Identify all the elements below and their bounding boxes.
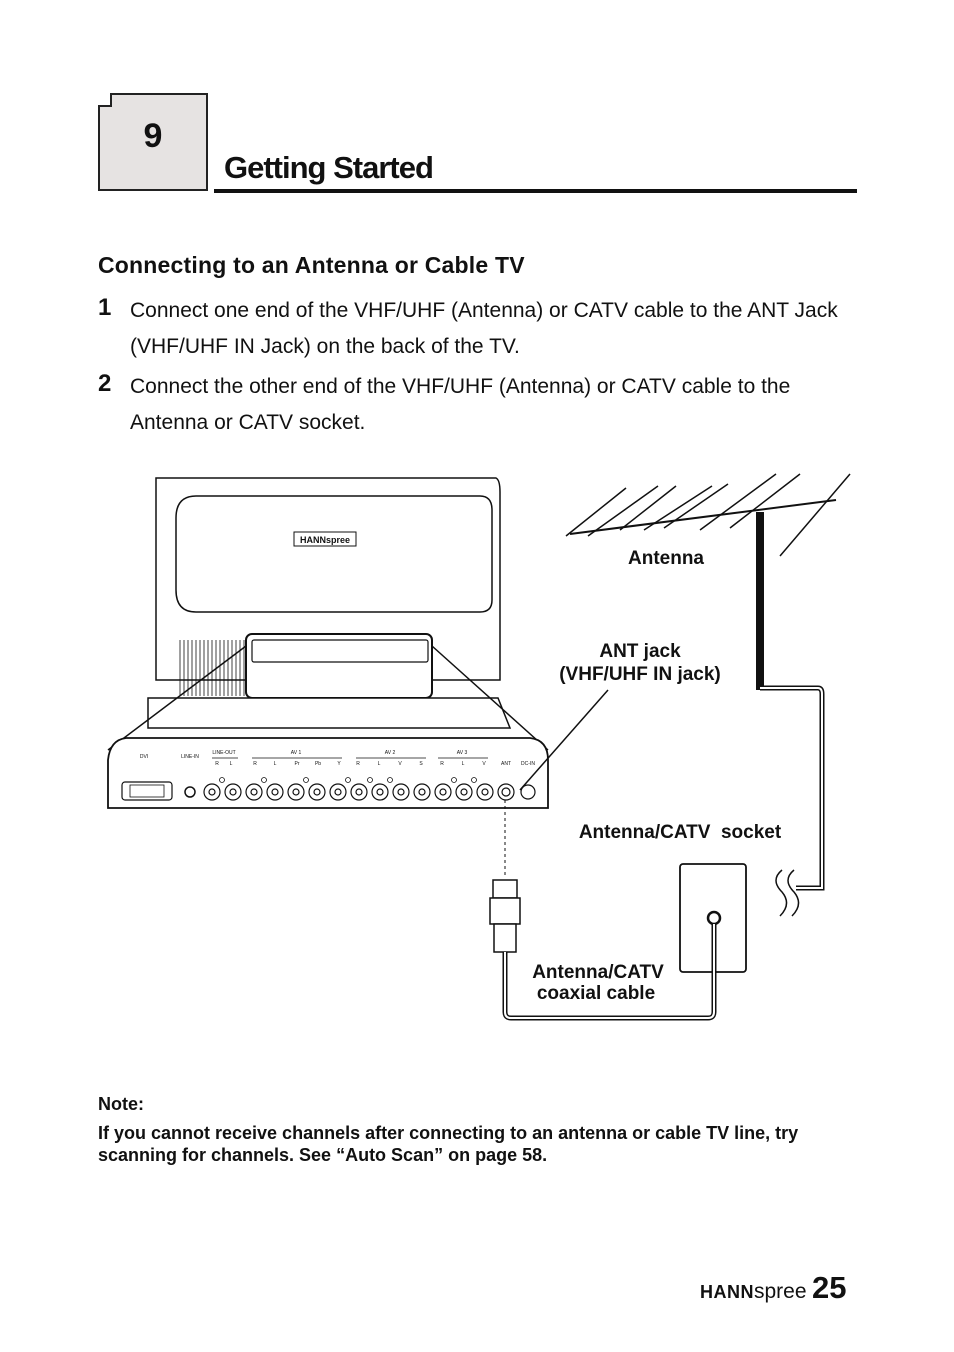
panel-label-av1-l: L [274,761,277,767]
tv-illustration [107,477,549,809]
panel-label-line-out-l: L [230,761,233,767]
panel-label-av2-v: V [398,761,402,767]
antenna-label: Antenna [628,548,704,569]
panel-label-dvi: DVI [140,754,148,760]
panel-label-av3-v: V [482,761,486,767]
socket-label: Antenna/CATV socket [578,822,782,843]
ant-jack-label: ANT jack [599,641,681,662]
chapter-tab: 9 [98,93,208,191]
cable-label-sub: coaxial cable [536,983,656,1004]
panel-label-line-in: LINE-IN [181,754,199,760]
note-heading: Note: [98,1094,144,1114]
step-number: 2 [98,370,112,397]
page-number: 25 [812,1270,847,1305]
panel-label-av2-s: S [419,761,423,767]
chapter-number: 9 [143,117,163,155]
footer-brand-logo: HANNspree [700,1280,807,1304]
panel-label-av3-l: L [462,761,465,767]
note-body: If you cannot receive channels after con… [98,1123,799,1165]
tv-logo: HANNspree [300,535,350,545]
brand-bold: HANN [700,1282,754,1302]
panel-label-av2-r: R [356,761,360,767]
panel-label-av2-l: L [378,761,381,767]
panel-label-av1-r: R [253,761,257,767]
panel-label-av1-y: Y [337,761,341,767]
panel-label-av3-r: R [440,761,444,767]
cable-label: Antenna/CATV [532,962,664,983]
coaxial-cable-illustration [489,800,717,1021]
ant-jack-label-sub: (VHF/UHF IN jack) [559,664,721,685]
panel-label-line-out: LINE-OUT [212,750,235,756]
panel-label-dc-in: DC-IN [521,761,535,767]
title-rule [214,189,857,193]
panel-label-line-out-r: R [215,761,219,767]
brand-light: spree [754,1280,807,1303]
panel-label-av2: AV 2 [385,750,396,756]
step-text: Connect the other end of the VHF/UHF (An… [130,375,791,434]
antenna-illustration [565,473,851,917]
panel-label-av3: AV 3 [457,750,468,756]
panel-label-ant: ANT [501,761,511,767]
step-number: 1 [98,294,112,321]
panel-label-av1: AV 1 [291,750,302,756]
panel-label-av1-pb: Pb [315,761,321,767]
panel-label-av1-pr: Pr [295,761,300,767]
step-text: Connect one end of the VHF/UHF (Antenna)… [130,299,838,358]
page-title: Getting Started [224,150,434,185]
section-heading: Connecting to an Antenna or Cable TV [98,252,525,278]
